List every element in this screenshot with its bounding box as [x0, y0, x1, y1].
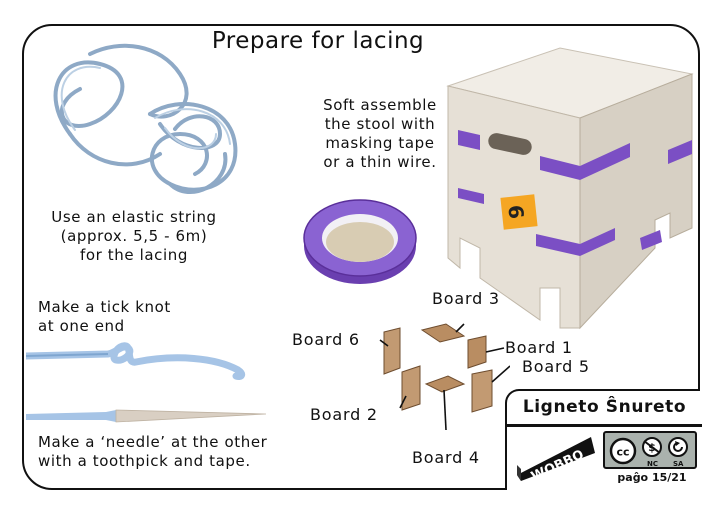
knot-caption: Make a tick knot at one end — [38, 298, 171, 335]
share-alike-icon — [668, 437, 688, 457]
string-caption: Use an elastic string (approx. 5,5 - 6m)… — [51, 208, 217, 264]
non-commercial-icon: $ — [642, 437, 662, 457]
needle-image — [26, 409, 267, 423]
cc-icon: cc — [609, 437, 637, 465]
board-5-label: Board 5 — [522, 357, 590, 376]
board-3-label: Board 3 — [432, 289, 500, 308]
wobbo-logo: WOBBO — [517, 437, 595, 483]
brand-panel: Ligneto Ŝnureto WOBBO cc $ NC SA paĝo 15… — [505, 389, 702, 490]
page-title: Prepare for lacing — [211, 28, 425, 54]
elastic-string-image — [53, 43, 238, 195]
sa-label: SA — [673, 460, 684, 468]
page-number: paĝo 15/21 — [617, 471, 687, 484]
board-5-piece — [471, 369, 493, 413]
board-4-label: Board 4 — [412, 448, 480, 467]
knot-image — [26, 342, 246, 380]
board-6-label: Board 6 — [292, 330, 360, 349]
assemble-caption: Soft assemble the stool with masking tap… — [323, 96, 437, 171]
svg-text:cc: cc — [616, 446, 629, 459]
board-2-piece — [401, 365, 421, 411]
board-6-piece — [383, 327, 401, 375]
board-exploded-diagram — [379, 323, 510, 430]
brand-divider — [507, 424, 702, 427]
stool-image — [446, 47, 694, 330]
board-1-piece — [467, 335, 487, 369]
board-1-label: Board 1 — [505, 338, 573, 357]
masking-tape-image — [303, 199, 417, 284]
board-4-piece — [424, 375, 466, 393]
board-3-piece — [420, 323, 466, 343]
needle-caption: Make a ‘needle’ at the other with a toot… — [38, 433, 268, 470]
nc-label: NC — [647, 460, 658, 468]
cc-license-badge: cc $ NC SA — [603, 431, 697, 469]
box-number-label: 6 — [503, 203, 529, 221]
board-2-label: Board 2 — [310, 405, 378, 424]
brand-name: Ligneto Ŝnureto — [522, 397, 687, 417]
